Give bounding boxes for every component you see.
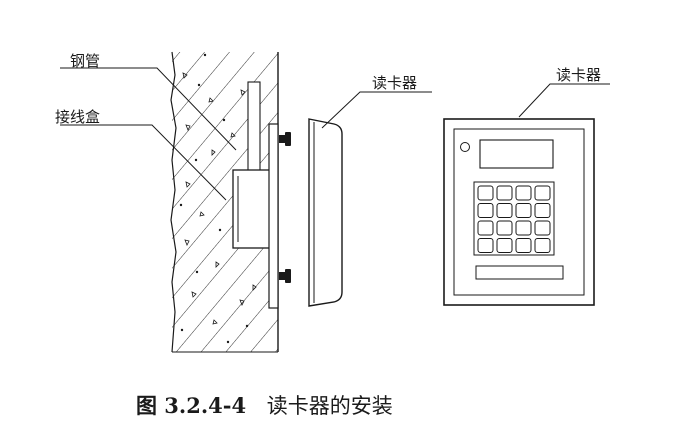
screw-bottom xyxy=(279,269,291,283)
keypad-key xyxy=(477,220,494,236)
junction-box xyxy=(232,169,272,249)
keypad-key xyxy=(534,238,551,253)
aggregate-specks xyxy=(182,72,257,325)
keypad-key xyxy=(515,220,532,236)
keypad-key xyxy=(496,238,513,253)
keypad-key xyxy=(534,203,551,218)
display-window xyxy=(479,139,554,169)
keypad-key xyxy=(477,185,494,201)
keypad-key xyxy=(515,185,532,201)
figure-number: 图 3.2.4-4 xyxy=(136,393,246,418)
screw-top xyxy=(279,132,291,146)
keypad-key xyxy=(515,238,532,253)
steel-pipe xyxy=(247,81,261,173)
keypad-key xyxy=(496,185,513,201)
keypad-key xyxy=(515,203,532,218)
card-reader-side-view xyxy=(308,118,343,307)
keypad-key xyxy=(534,185,551,201)
leader-lines xyxy=(60,67,610,201)
keypad-key xyxy=(477,203,494,218)
keypad-key xyxy=(496,220,513,236)
label-card-reader-front: 读卡器 xyxy=(556,66,601,84)
keypad-key xyxy=(496,203,513,218)
label-junction-box: 接线盒 xyxy=(55,108,100,126)
indicator-led xyxy=(460,142,470,152)
keypad xyxy=(477,185,551,253)
card-reader-front-view xyxy=(443,118,595,306)
keypad-frame xyxy=(473,181,555,256)
mounting-plate xyxy=(268,123,279,309)
label-card-reader-side: 读卡器 xyxy=(372,74,417,92)
card-swipe-area xyxy=(475,265,564,280)
label-steel-pipe: 钢管 xyxy=(70,52,100,70)
figure-caption: 图 3.2.4-4 读卡器的安装 xyxy=(136,393,393,418)
keypad-key xyxy=(534,220,551,236)
figure-title: 读卡器的安装 xyxy=(267,394,393,418)
keypad-key xyxy=(477,238,494,253)
